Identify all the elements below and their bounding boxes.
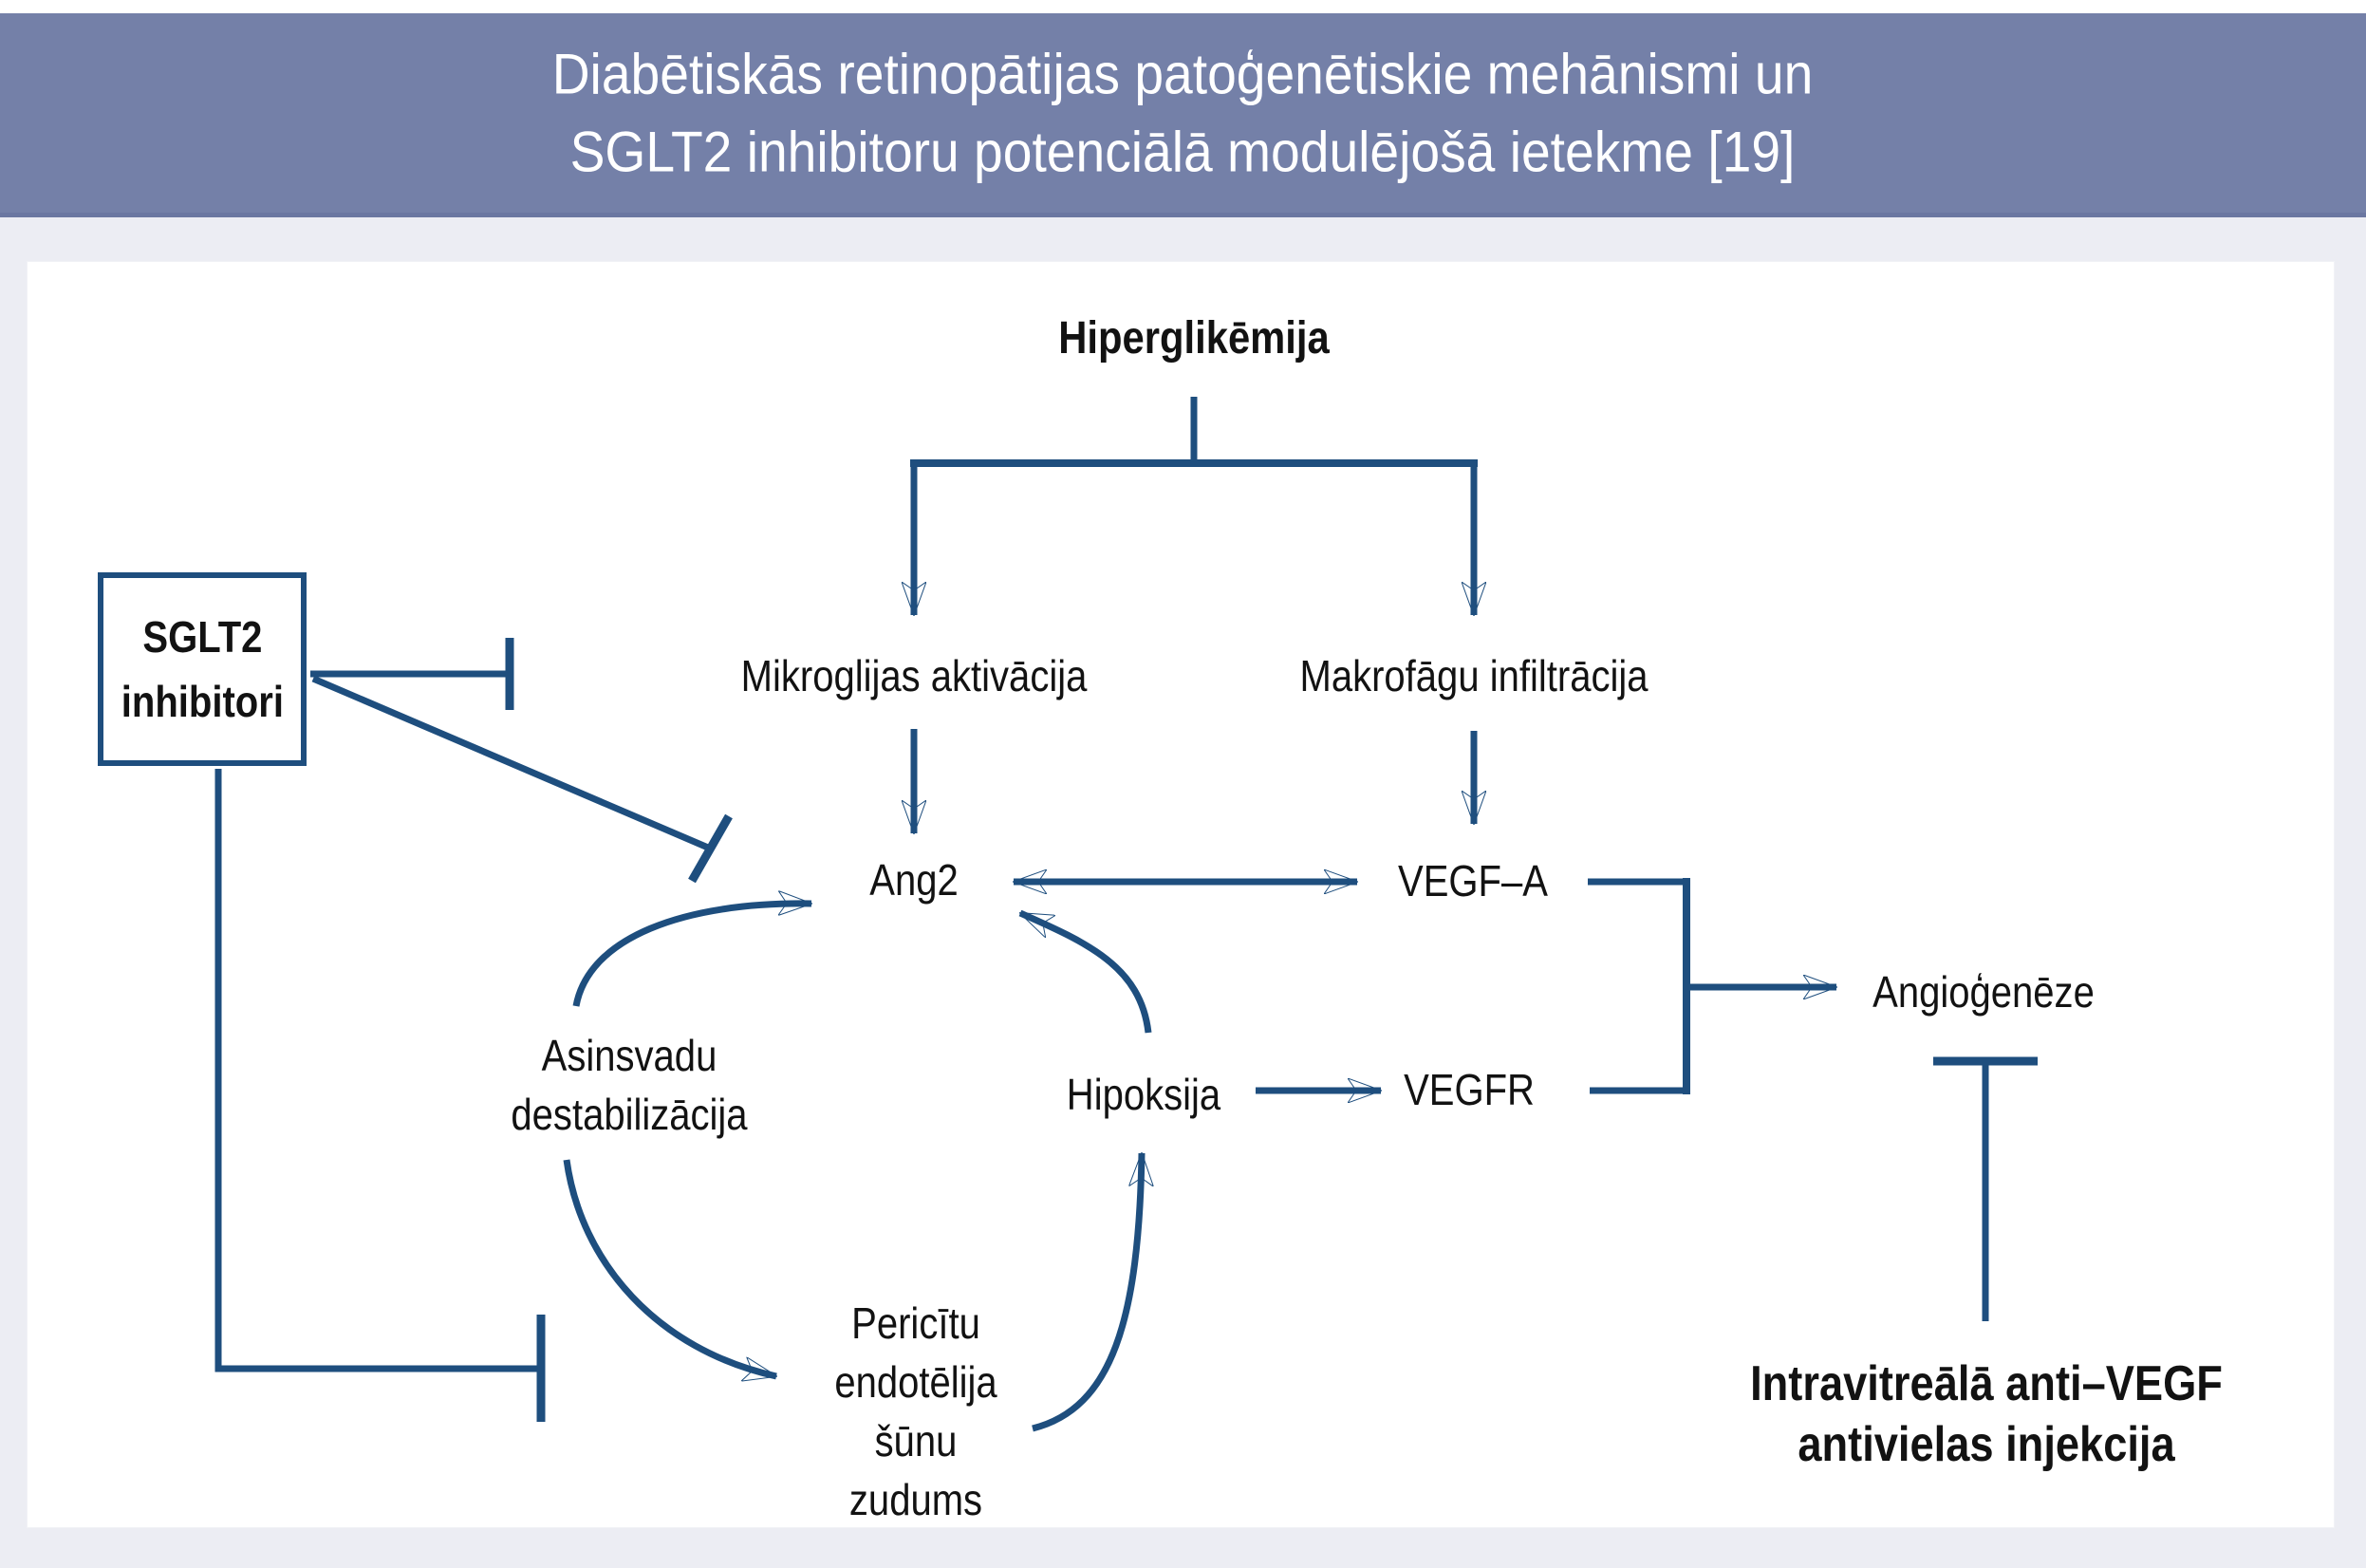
sglt2-label-line-2: inhibitori [121,677,284,726]
node-vegf-a: VEGF–A [1398,856,1548,905]
diagram-panel [27,261,2335,1528]
pericyte-line-4: zudums [848,1475,983,1524]
node-vegfr: VEGFR [1404,1065,1535,1114]
top-white-strip [0,0,2366,13]
node-hypoxia: Hipoksija [1066,1070,1221,1119]
pericyte-line-2: endotēlija [834,1357,997,1407]
figure-title-line-2: SGLT2 inhibitoru potenciālā modulējošā i… [569,120,1796,184]
node-ang2: Ang2 [869,855,959,905]
pericyte-line-3: šūnu [874,1416,958,1465]
node-pericyte-loss: Pericītu endotēlija šūnu zudums [834,1294,997,1529]
sglt2-label-line-1: SGLT2 [141,612,262,662]
sglt2-inhibitors-box: SGLT2 inhibitori [98,572,307,766]
node-microglia-activation: Mikroglijas aktivācija [740,651,1088,700]
pericyte-line-1: Pericītu [851,1298,980,1348]
node-angiogenesis: Angioģenēze [1872,967,2095,1017]
anti-vegf-line-2: antivielas injekcija [1798,1417,2175,1472]
vascular-line-2: destabilizācija [511,1090,748,1139]
anti-vegf-line-1: Intravitreālā anti–VEGF [1750,1356,2223,1411]
node-vascular-destabilization: Asinsvadu destabilizācija [511,1026,747,1144]
figure-title-line-1: Diabētiskās retinopātijas patoģenētiskie… [551,42,1814,106]
vascular-line-1: Asinsvadu [541,1031,717,1080]
node-macrophage-infiltration: Makrofāgu infiltrācija [1299,651,1649,700]
node-hyperglycemia: Hiperglikēmija [1058,313,1330,364]
node-anti-vegf-injection: Intravitreālā anti–VEGF antivielas injek… [1750,1353,2223,1475]
figure-title-bar: Diabētiskās retinopātijas patoģenētiskie… [0,13,2366,217]
